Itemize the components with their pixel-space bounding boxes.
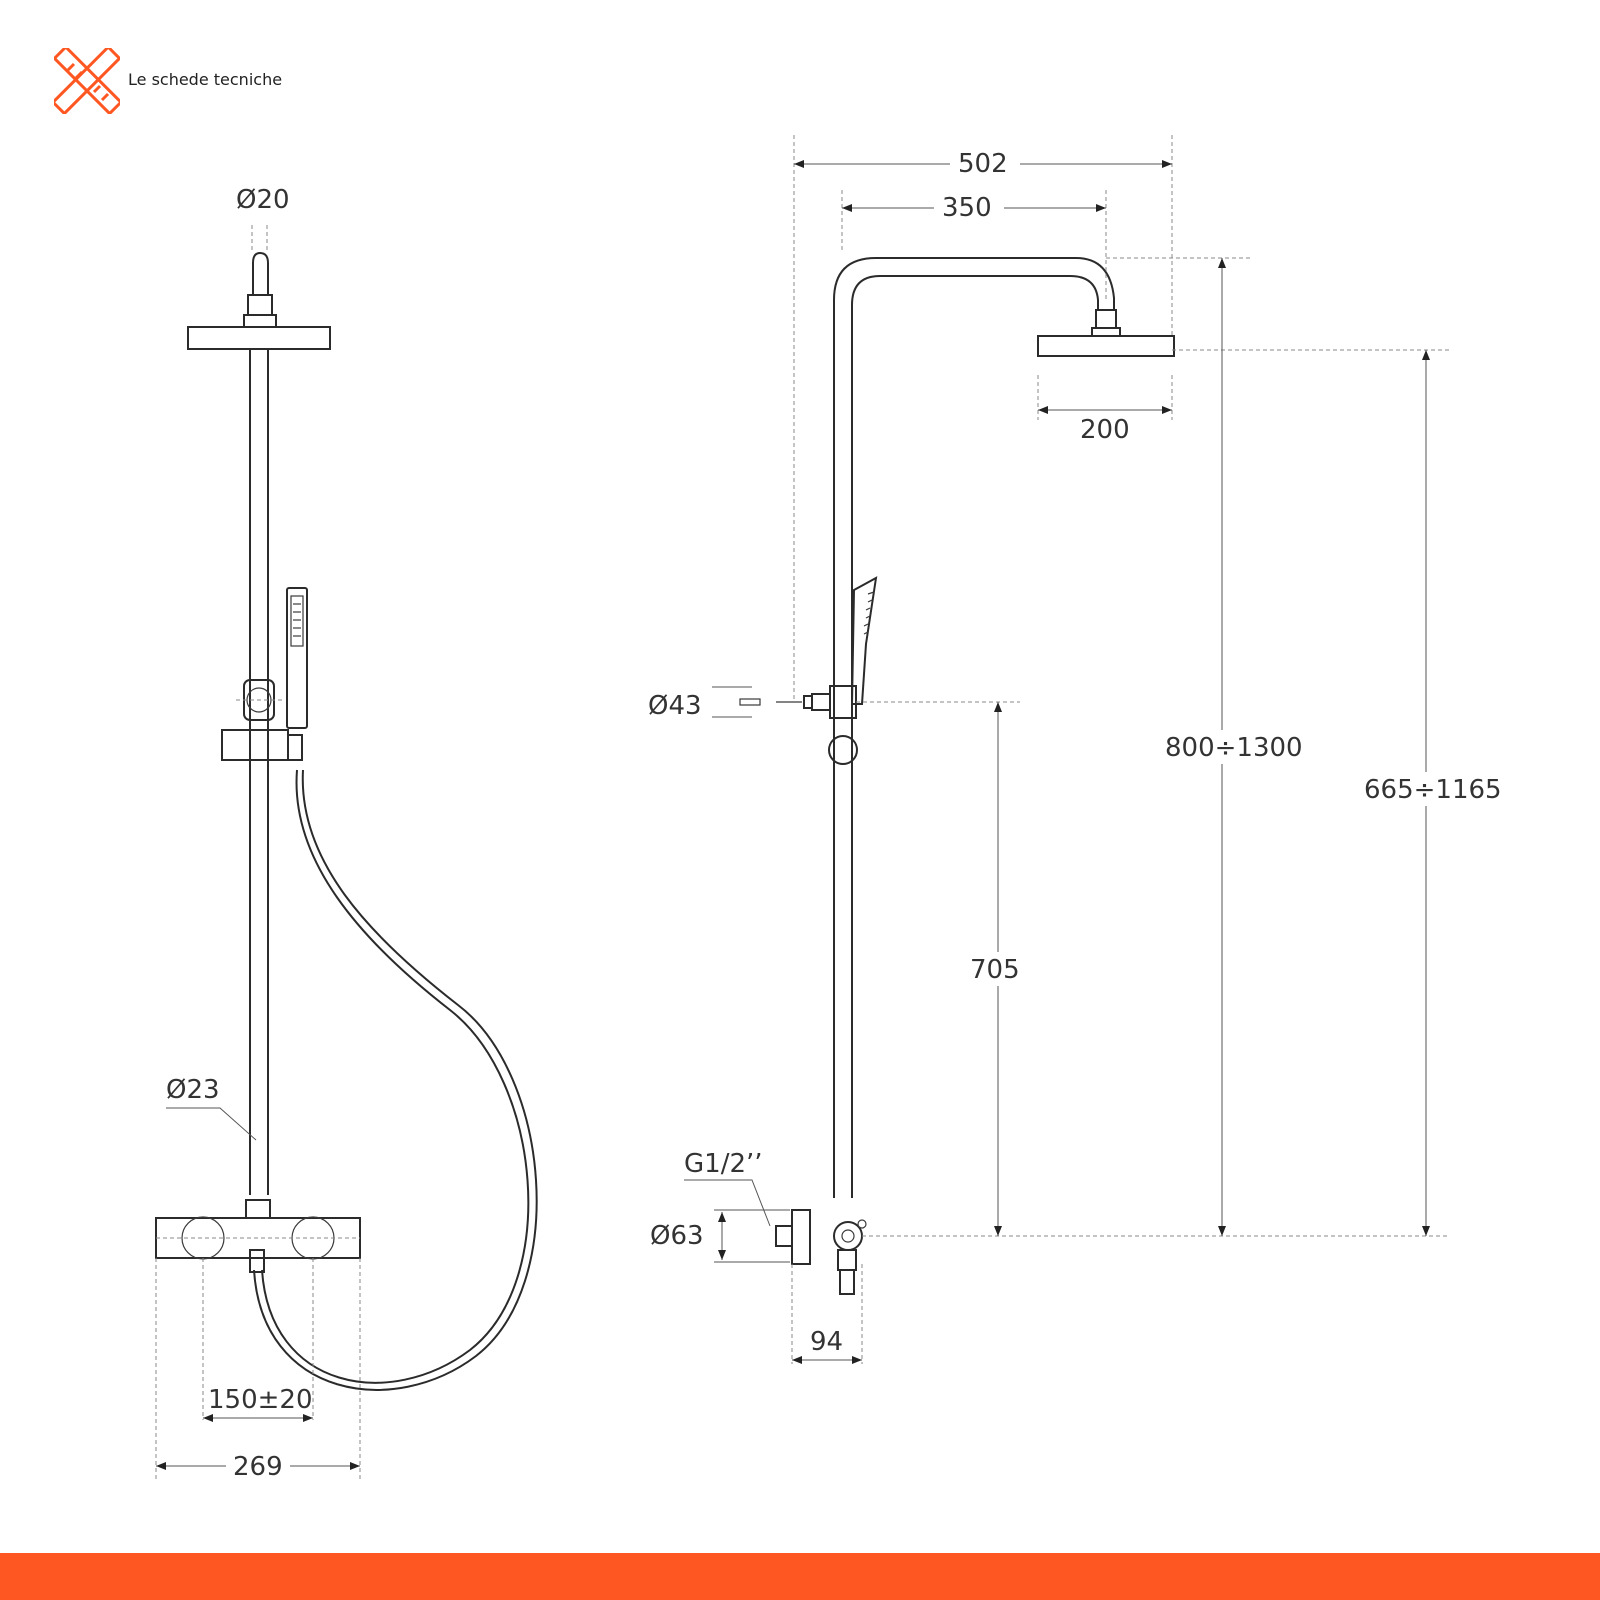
dim-total-height: 800÷1300 — [1165, 733, 1303, 763]
dim-wall-offset: 94 — [810, 1327, 843, 1357]
dim-holder-height: 705 — [970, 955, 1020, 985]
head-pipe — [252, 251, 269, 296]
left-view: Ø20 Ø23 150±20 269 — [155, 185, 538, 1482]
mixer-side — [833, 1221, 863, 1251]
dim-head-pipe: Ø20 — [236, 185, 290, 215]
dim-arm-projection: 350 — [942, 193, 992, 223]
slider — [221, 729, 289, 761]
brand-title: Le schede tecniche — [128, 70, 283, 89]
right-view: 502 350 200 800÷1300 665÷1165 705 Ø43 G1… — [648, 135, 1502, 1364]
dim-valve-spacing: 150±20 — [208, 1385, 313, 1415]
dim-total-width: 502 — [958, 149, 1008, 179]
dim-flange-diameter: Ø63 — [650, 1221, 704, 1251]
hand-shower — [286, 587, 308, 729]
hose — [261, 769, 530, 1384]
wall-flange — [791, 1209, 811, 1265]
dim-head-height: 665÷1165 — [1364, 775, 1502, 805]
dim-holder-diameter: Ø43 — [648, 691, 702, 721]
dim-rail-diameter: Ø23 — [166, 1075, 220, 1105]
shower-head — [187, 326, 331, 350]
header — [54, 48, 374, 114]
ruler-pencil-icon — [54, 48, 120, 114]
dim-valve-width: 269 — [233, 1452, 283, 1482]
dim-head-size: 200 — [1080, 415, 1130, 445]
head-nut — [247, 294, 273, 316]
slider-knob — [828, 735, 858, 765]
footer-accent-bar — [0, 1553, 1600, 1600]
rail-arm — [833, 257, 1115, 1198]
dim-connection: G1/2’’ — [684, 1149, 763, 1179]
shower-head-side — [1037, 335, 1175, 357]
